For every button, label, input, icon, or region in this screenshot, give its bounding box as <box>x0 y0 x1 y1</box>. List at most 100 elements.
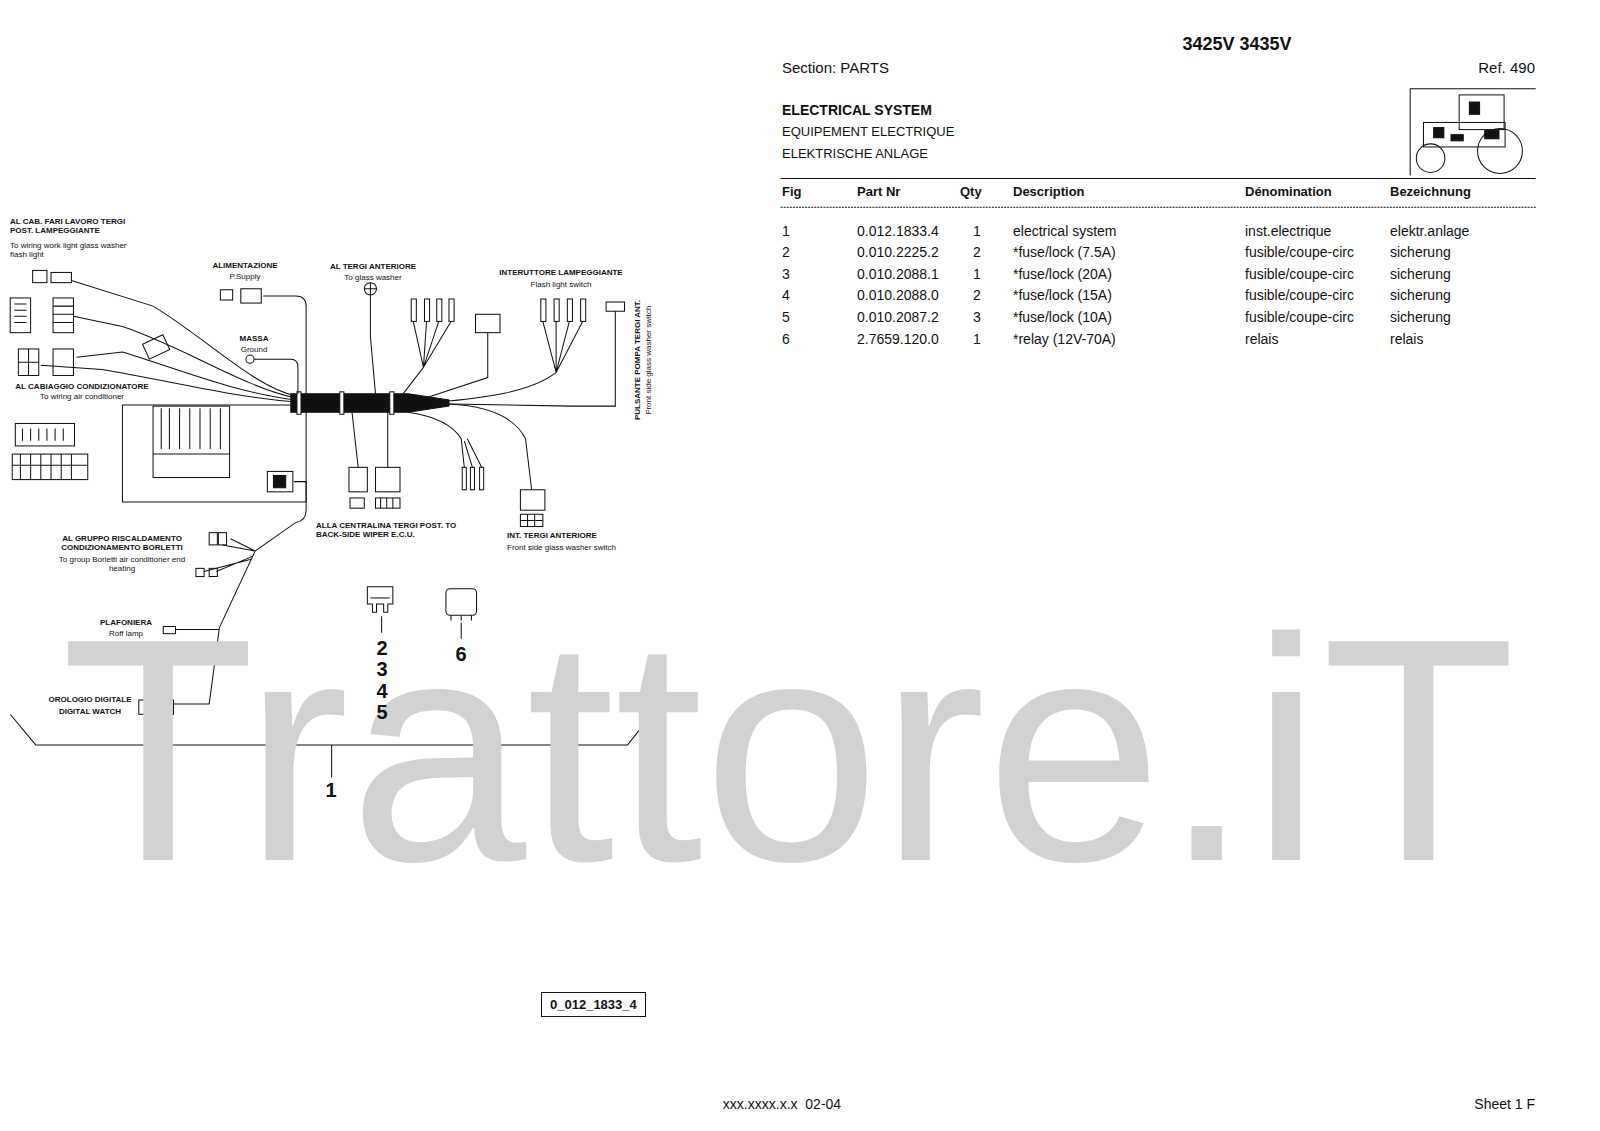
table-rule <box>781 207 1536 208</box>
wire <box>408 412 481 467</box>
wire-label: MASSA <box>240 334 269 343</box>
connector-symbol <box>53 349 73 376</box>
harness-bundle <box>291 394 449 412</box>
table-cell: sicherung <box>1390 287 1451 303</box>
connector-symbol <box>51 272 71 282</box>
connector-symbol <box>218 533 226 545</box>
table-cell: 0.010.2225.2 <box>857 244 939 260</box>
connector-symbol <box>273 476 285 488</box>
part-code: 0_012_1833_4 <box>550 997 637 1012</box>
harness-bundle <box>340 392 344 414</box>
table-cell: 0.010.2087.2 <box>857 309 939 325</box>
wire-label: To wiring work light glass washer flash … <box>10 241 130 259</box>
table-header: Part Nr <box>857 185 900 200</box>
connector-symbol <box>18 349 38 376</box>
table-cell: 1 <box>973 266 981 282</box>
connector-symbol <box>480 467 484 489</box>
connector-symbol <box>15 423 74 445</box>
wire <box>352 412 388 467</box>
footer-text: xxx.xxxx.x.x 02-04 <box>723 1096 841 1112</box>
wire <box>449 311 615 406</box>
wire-label: INTERUTTORE LAMPEGGIANTE <box>499 268 622 277</box>
connector-symbol <box>520 514 542 526</box>
connector-symbol <box>18 349 38 376</box>
table-cell: 2.7659.120.0 <box>857 331 939 347</box>
connector-symbol <box>142 335 169 359</box>
wire-label: OROLOGIO DIGITALE <box>49 695 132 704</box>
table-cell: 0.010.2088.1 <box>857 266 939 282</box>
connector-symbol <box>520 514 542 526</box>
wire-label: DIGITAL WATCH <box>59 707 121 716</box>
connector-symbol <box>476 314 500 332</box>
wire <box>403 321 451 393</box>
table-cell: 0.010.2088.0 <box>857 287 939 303</box>
table-header: Qty <box>960 185 982 200</box>
wire <box>254 359 298 394</box>
callout-number: 1 <box>325 779 336 802</box>
table-cell: elektr.anlage <box>1390 223 1469 239</box>
footer-text: Sheet 1 F <box>1474 1096 1535 1112</box>
section-heading: ELECTRICAL SYSTEM <box>782 102 932 118</box>
part-code-box: 0_012_1833_4 <box>541 992 646 1017</box>
wire-label: ALLA CENTRALINA TERGI POST. TO BACK-SIDE… <box>316 521 466 539</box>
wire <box>122 405 306 502</box>
table-header: Dénomination <box>1245 185 1332 200</box>
connector-symbol <box>381 498 393 508</box>
table-cell: 4 <box>782 287 790 303</box>
table-cell: inst.electrique <box>1245 223 1331 239</box>
tractor-icon <box>1485 131 1499 139</box>
table-cell: sicherung <box>1390 309 1451 325</box>
connector-symbol <box>606 302 624 311</box>
section-heading: ELEKTRISCHE ANLAGE <box>782 147 928 162</box>
table-cell: sicherung <box>1390 266 1451 282</box>
wire-label: Front side glass washer switch <box>507 543 616 552</box>
wire-label: AL TERGI ANTERIORE <box>330 262 416 271</box>
wire-label: Ground <box>241 345 268 354</box>
connector-symbol <box>449 299 454 321</box>
connector-symbol <box>567 299 572 321</box>
table-rule <box>781 178 1536 179</box>
wire-label: Front side glass washer switch <box>644 306 653 415</box>
section-label: Section: PARTS <box>782 59 889 76</box>
wire <box>204 539 255 572</box>
connector-symbol <box>220 290 232 300</box>
wire-label: PULSANTE POMPA TERGI ANT. <box>633 300 642 420</box>
connector-symbol <box>209 568 217 576</box>
connector-symbol <box>364 283 376 295</box>
wire <box>71 281 295 396</box>
table-cell: 2 <box>973 287 981 303</box>
table-cell: fusible/coupe-circ <box>1245 266 1354 282</box>
section-heading: EQUIPEMENT ELECTRIQUE <box>782 125 954 140</box>
tractor-icon <box>1469 102 1479 114</box>
connector-symbol <box>53 298 73 333</box>
connector-symbol <box>12 454 88 480</box>
table-cell: *fuse/lock (7.5A) <box>1013 244 1116 260</box>
table-cell: *fuse/lock (20A) <box>1013 266 1112 282</box>
table-cell: 5 <box>782 309 790 325</box>
connector-symbol <box>349 467 367 491</box>
table-cell: 2 <box>973 244 981 260</box>
connector-symbol <box>53 306 73 322</box>
wire-label: AL CAB. FARI LAVORO TERGI POST. LAMPEGGI… <box>10 217 145 235</box>
tractor-icon <box>1459 95 1504 130</box>
tractor-icon <box>1478 129 1523 174</box>
connector-symbol <box>350 498 364 508</box>
wire-label: To wiring air conditioner <box>40 392 124 401</box>
connector-symbol <box>22 429 63 441</box>
wire <box>429 333 488 397</box>
harness-bundle <box>291 392 449 414</box>
wire <box>449 404 532 490</box>
connector-symbol <box>376 467 400 491</box>
harness-bundle <box>390 392 394 414</box>
tractor-icon <box>1423 122 1505 146</box>
table-cell: 1 <box>973 223 981 239</box>
callout-number: 5 <box>376 701 387 724</box>
table-cell: 0.012.1833.4 <box>857 223 939 239</box>
tractor-icon <box>1410 89 1536 176</box>
wire-label: AL CABIAGGIO CONDIZIONATORE <box>15 382 148 391</box>
wire <box>370 295 375 394</box>
connector-symbol <box>424 299 429 321</box>
connector-symbol <box>209 533 217 545</box>
table-cell: 2 <box>782 244 790 260</box>
